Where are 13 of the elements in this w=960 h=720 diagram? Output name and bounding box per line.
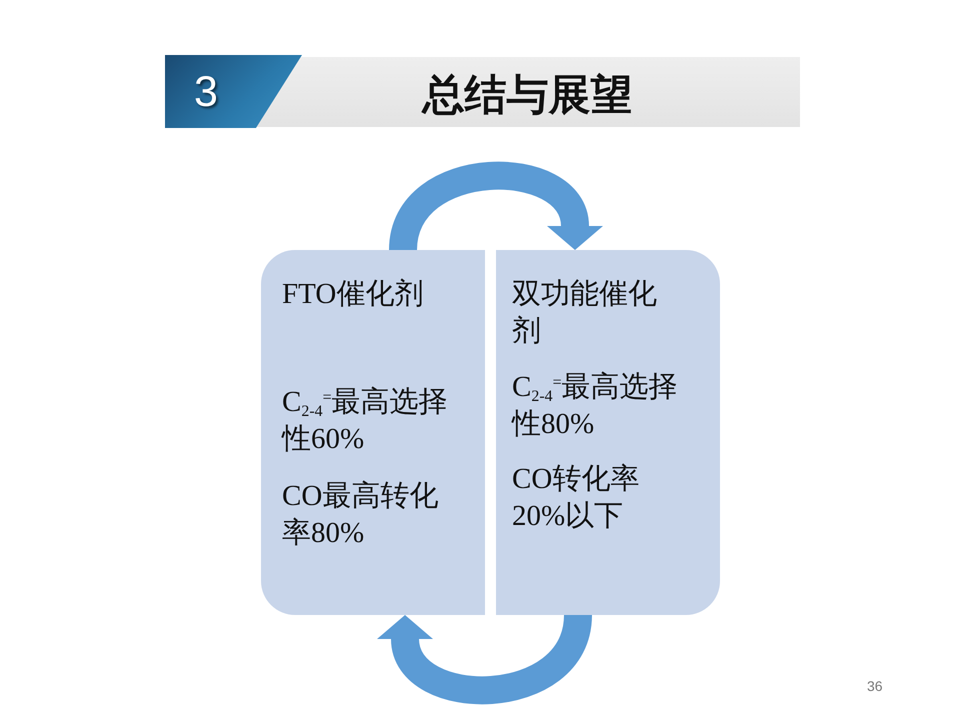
result-text: C$_{2-4}$$^{=}$最高选择性60%	[282, 385, 449, 457]
curved-arrow	[378, 612, 592, 704]
page-number: 36	[867, 678, 883, 694]
result-text: CO最高转化率80%	[282, 479, 440, 551]
section-number: 3	[194, 71, 218, 114]
result-text: CO转化率20%以下	[512, 462, 640, 534]
catalyst-heading: 双功能催化剂	[512, 277, 658, 349]
slide-title: 总结与展望	[422, 71, 632, 119]
catalyst-panel	[496, 250, 720, 615]
catalyst-panel	[261, 250, 485, 615]
catalyst-heading: FTO催化剂	[282, 277, 424, 312]
result-text: C$_{2-4}$$^{=}$最高选择性80%	[512, 370, 679, 442]
curved-arrow	[389, 162, 602, 252]
